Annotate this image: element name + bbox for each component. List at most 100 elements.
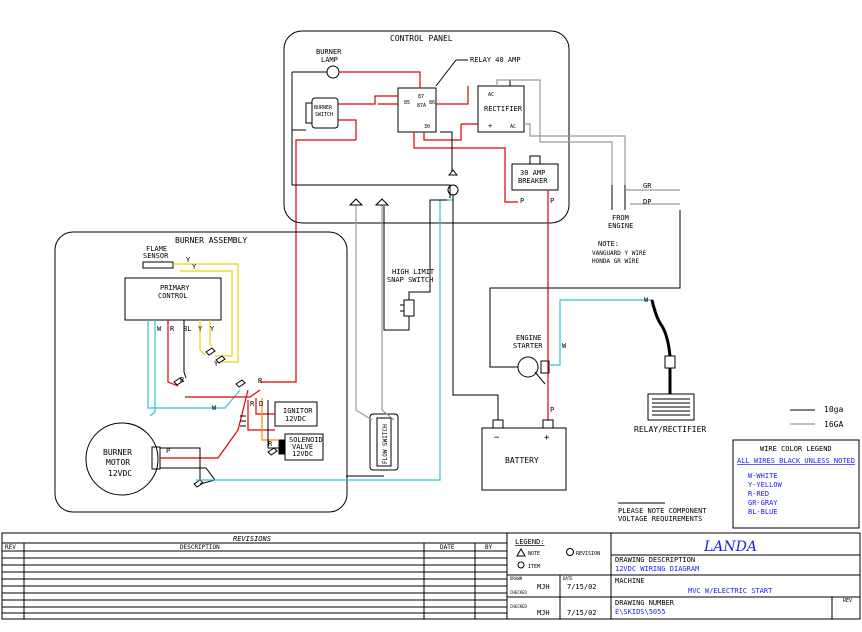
- revisions-header: REVISIONS: [233, 535, 271, 543]
- wire-p-4: P: [520, 197, 524, 205]
- wire-color-legend-box: [732, 439, 860, 529]
- burner-lamp-label-2: LAMP: [321, 56, 338, 64]
- flow-switch-label: FLOW SWITCH: [382, 424, 389, 464]
- relay-pin-87a: 87A: [417, 103, 426, 109]
- drawn-label: DRAWN: [510, 576, 523, 581]
- solenoid-label-2: VALVE: [292, 443, 313, 451]
- battery-minus: −: [494, 433, 500, 443]
- item-circle-icon: [517, 561, 525, 569]
- company-name: LANDA: [703, 539, 757, 555]
- relay-pin-87: 87: [418, 94, 424, 100]
- wire-bl-1: BL: [183, 325, 191, 333]
- burner-switch-label-2: SWITCH: [315, 112, 333, 118]
- motor-label-2: MOTOR: [106, 458, 130, 467]
- relay-rectifier-icon: [647, 393, 695, 421]
- primary-control-label-1: PRIMARY: [160, 284, 190, 292]
- rectifier-plus: +: [488, 122, 492, 130]
- checked-date: 7/15/02: [567, 609, 597, 617]
- rev-col-header: REV: [5, 544, 16, 551]
- from-engine-label-1: FROM: [612, 214, 629, 222]
- flame-sensor-label-1: FLAME: [146, 245, 167, 253]
- wire-gr-1: GR: [643, 182, 652, 190]
- wire-w-2: W: [212, 404, 217, 412]
- legend-item-w: W-WHITE: [748, 472, 778, 480]
- wire-w-1: W: [157, 325, 162, 333]
- relay-rectifier-label: RELAY/RECTIFIER: [634, 425, 706, 434]
- checked-label: CHECKED: [510, 590, 527, 595]
- high-limit-label-1: HIGH LIMIT: [392, 268, 435, 276]
- wire-p-2: P: [550, 406, 554, 414]
- wire-w-4: W: [644, 296, 649, 304]
- rev-label: REV: [843, 598, 852, 604]
- wire-dp-1: DP: [643, 198, 651, 206]
- burner-assembly-box: [54, 231, 348, 513]
- wire-r-3: R: [250, 400, 255, 408]
- motor-label-1: BURNER: [103, 448, 132, 457]
- ignitor-label-1: IGNITOR: [283, 407, 313, 415]
- solenoid-label-3: 12VDC: [292, 450, 313, 458]
- flame-sensor-label-2: SENSOR: [143, 252, 169, 260]
- from-engine-label-2: ENGINE: [608, 222, 633, 230]
- revision-hex-icon: [566, 548, 574, 556]
- drawing-number-value: E\SKIDS\5055: [615, 608, 666, 616]
- high-limit-switch-icon: [403, 299, 415, 317]
- machine-label: MACHINE: [615, 577, 645, 585]
- battery-label: BATTERY: [505, 456, 539, 465]
- checked-by: MJH: [537, 609, 550, 617]
- desc-col-header: DESCRIPTION: [180, 544, 220, 551]
- drawn-date: 7/15/02: [567, 583, 597, 591]
- flow-switch-box: [369, 413, 399, 471]
- by-col-header: BY: [485, 544, 493, 551]
- wire-r-5: R: [268, 440, 273, 448]
- note-label-3: HONDA GR WIRE: [592, 258, 639, 265]
- relay-pin-30: 30: [424, 124, 430, 130]
- legend-note-label: NOTE: [528, 551, 540, 557]
- legend-item-r: R-RED: [748, 490, 769, 498]
- legend-item-gr: GR-GRAY: [748, 499, 778, 507]
- battery-box: [481, 427, 567, 491]
- drawing-number-label: DRAWING NUMBER: [615, 599, 675, 607]
- relay-pin-86: 86: [429, 100, 435, 106]
- date-col-header: DATE: [440, 544, 455, 551]
- ignitor-label-2: 12VDC: [285, 415, 306, 423]
- breaker-label-2: BREAKER: [518, 177, 548, 185]
- burner-lamp-label-1: BURNER: [316, 48, 342, 56]
- gauge-10ga: 10ga: [824, 405, 843, 414]
- legend-item-bl: BL-BLUE: [748, 508, 778, 516]
- wire-y-4: Y: [210, 325, 215, 333]
- wire-y-1: Y: [186, 256, 191, 264]
- wire-r-1: R: [170, 325, 175, 333]
- legend-header: LEGEND:: [515, 538, 545, 546]
- legend-title: WIRE COLOR LEGEND: [760, 445, 832, 453]
- relay-pin-85: 85: [404, 100, 410, 106]
- wire-y-2: Y: [192, 263, 197, 271]
- rectifier-label: RECTIFIER: [484, 105, 523, 113]
- drawing-desc-label: DRAWING DESCRIPTION: [615, 556, 695, 564]
- checked-label-2: CHECKED: [510, 604, 527, 609]
- rectifier-ac1: AC: [488, 92, 494, 98]
- engine-starter-label-2: STARTER: [513, 342, 543, 350]
- note-label-2: VANGUARD Y WIRE: [592, 250, 647, 257]
- control-panel-title: CONTROL PANEL: [390, 34, 453, 43]
- title-block: [1, 532, 861, 620]
- note-label-1: NOTE:: [598, 240, 619, 248]
- drawn-by: MJH: [537, 583, 550, 591]
- burner-switch-label-1: BURNER: [314, 105, 333, 111]
- wire-p-1: P: [166, 447, 170, 455]
- engine-starter-label-1: ENGINE: [516, 334, 541, 342]
- burner-assembly-title: BURNER ASSEMBLY: [175, 236, 247, 245]
- legend-subtitle: ALL WIRES BLACK UNLESS NOTED: [737, 457, 855, 465]
- drawing-desc-value: 12VDC WIRING DIAGRAM: [615, 565, 699, 573]
- please-note-2: VOLTAGE REQUIREMENTS: [618, 515, 702, 523]
- machine-value: MVC W/ELECTRIC START: [688, 587, 773, 595]
- battery-plus: +: [544, 433, 550, 443]
- high-limit-label-2: SNAP SWITCH: [387, 276, 433, 284]
- primary-control-label-2: CONTROL: [158, 292, 188, 300]
- gauge-16ga: 16GA: [824, 420, 843, 429]
- rectifier-ac2: AC: [510, 124, 516, 130]
- wire-d-1: D: [259, 400, 263, 408]
- rectifier-box: [477, 85, 525, 133]
- wire-y-3: Y: [198, 325, 203, 333]
- burner-motor-icon: [85, 422, 159, 496]
